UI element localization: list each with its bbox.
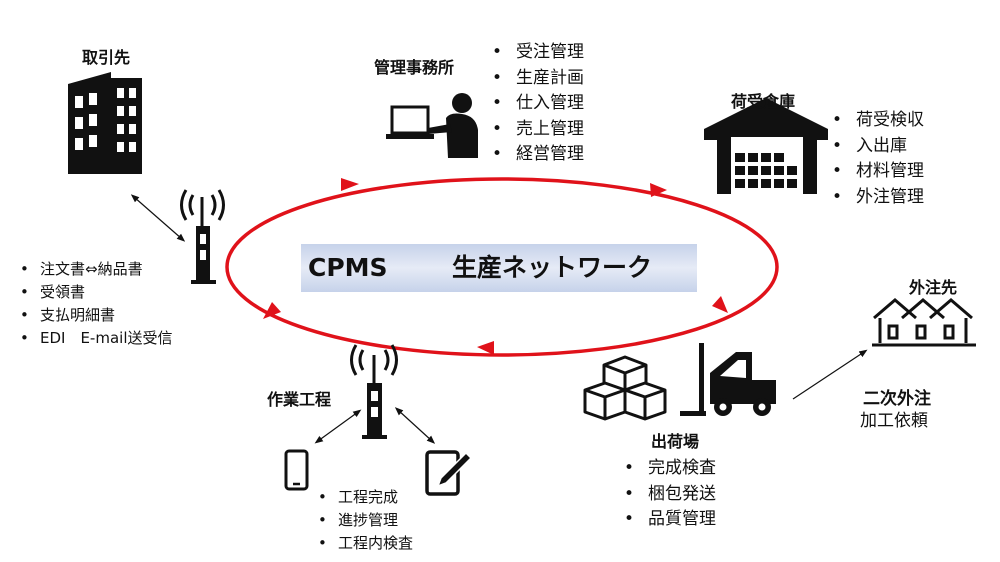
tablet-link-arrow	[394, 407, 436, 444]
forklift-icon	[680, 343, 776, 416]
list-item: 入出庫	[828, 134, 924, 160]
list-item: 支払明細書	[18, 304, 172, 327]
cpms-title: CPMS	[308, 253, 388, 282]
ring-arrow-right	[712, 296, 728, 313]
tablet-icon	[425, 450, 473, 496]
warehouse-label: 荷受倉庫	[731, 92, 796, 111]
list-item: 注文書⇔納品書	[18, 258, 172, 281]
office-worker-icon	[386, 93, 478, 158]
shipping-list: 完成検査 梱包発送 品質管理	[620, 456, 716, 533]
warehouse-icon	[704, 98, 828, 194]
shipping-label: 出荷場	[651, 432, 700, 451]
wireless-router-icon	[180, 189, 225, 284]
network-title: 生産ネットワーク	[452, 253, 653, 282]
subcontractor-label: 外注先	[909, 278, 958, 297]
processing-request-label: 加工依頼	[860, 411, 928, 431]
list-item: 受注管理	[488, 40, 584, 66]
list-item: 工程内検査	[316, 532, 413, 555]
office-label: 管理事務所	[374, 58, 455, 77]
cargo-boxes-icon	[583, 355, 667, 421]
list-item: 外注管理	[828, 185, 924, 211]
process-list: 工程完成 進捗管理 工程内検査	[316, 486, 413, 555]
subcontract-arrow	[792, 349, 868, 400]
ring-arrow-top-left	[341, 178, 359, 191]
partners-list: 注文書⇔納品書 受領書 支払明細書 EDI E-mail送受信	[18, 258, 172, 350]
houses-icon	[872, 298, 976, 347]
partner-link-arrow	[130, 194, 186, 242]
ring-arrow-bottom-center	[477, 341, 494, 355]
ring-arrow-top-right	[650, 183, 667, 197]
list-item: 工程完成	[316, 486, 413, 509]
list-item: 進捗管理	[316, 509, 413, 532]
network-ring	[225, 177, 779, 357]
list-item: 完成検査	[620, 456, 716, 482]
list-item: 受領書	[18, 281, 172, 304]
list-item: 生産計画	[488, 66, 584, 92]
list-item: 売上管理	[488, 117, 584, 143]
list-item: 品質管理	[620, 507, 716, 533]
partners-label: 取引先	[82, 48, 131, 67]
office-list: 受注管理 生産計画 仕入管理 売上管理 経営管理	[488, 40, 584, 168]
list-item: 梱包発送	[620, 482, 716, 508]
ring-arrow-left	[263, 302, 281, 319]
list-item: 経営管理	[488, 142, 584, 168]
smartphone-link-arrow	[314, 409, 362, 444]
list-item: EDI E-mail送受信	[18, 327, 172, 350]
secondary-subcontract-label: 二次外注	[863, 389, 931, 409]
office-building-icon	[68, 72, 142, 174]
smartphone-icon	[284, 449, 309, 491]
cpms-banner: CPMS 生産ネットワーク	[301, 244, 697, 292]
list-item: 仕入管理	[488, 91, 584, 117]
process-label: 作業工程	[267, 390, 332, 409]
wireless-router-icon-2	[350, 344, 398, 439]
warehouse-list: 荷受検収 入出庫 材料管理 外注管理	[828, 108, 924, 210]
list-item: 荷受検収	[828, 108, 924, 134]
list-item: 材料管理	[828, 159, 924, 185]
